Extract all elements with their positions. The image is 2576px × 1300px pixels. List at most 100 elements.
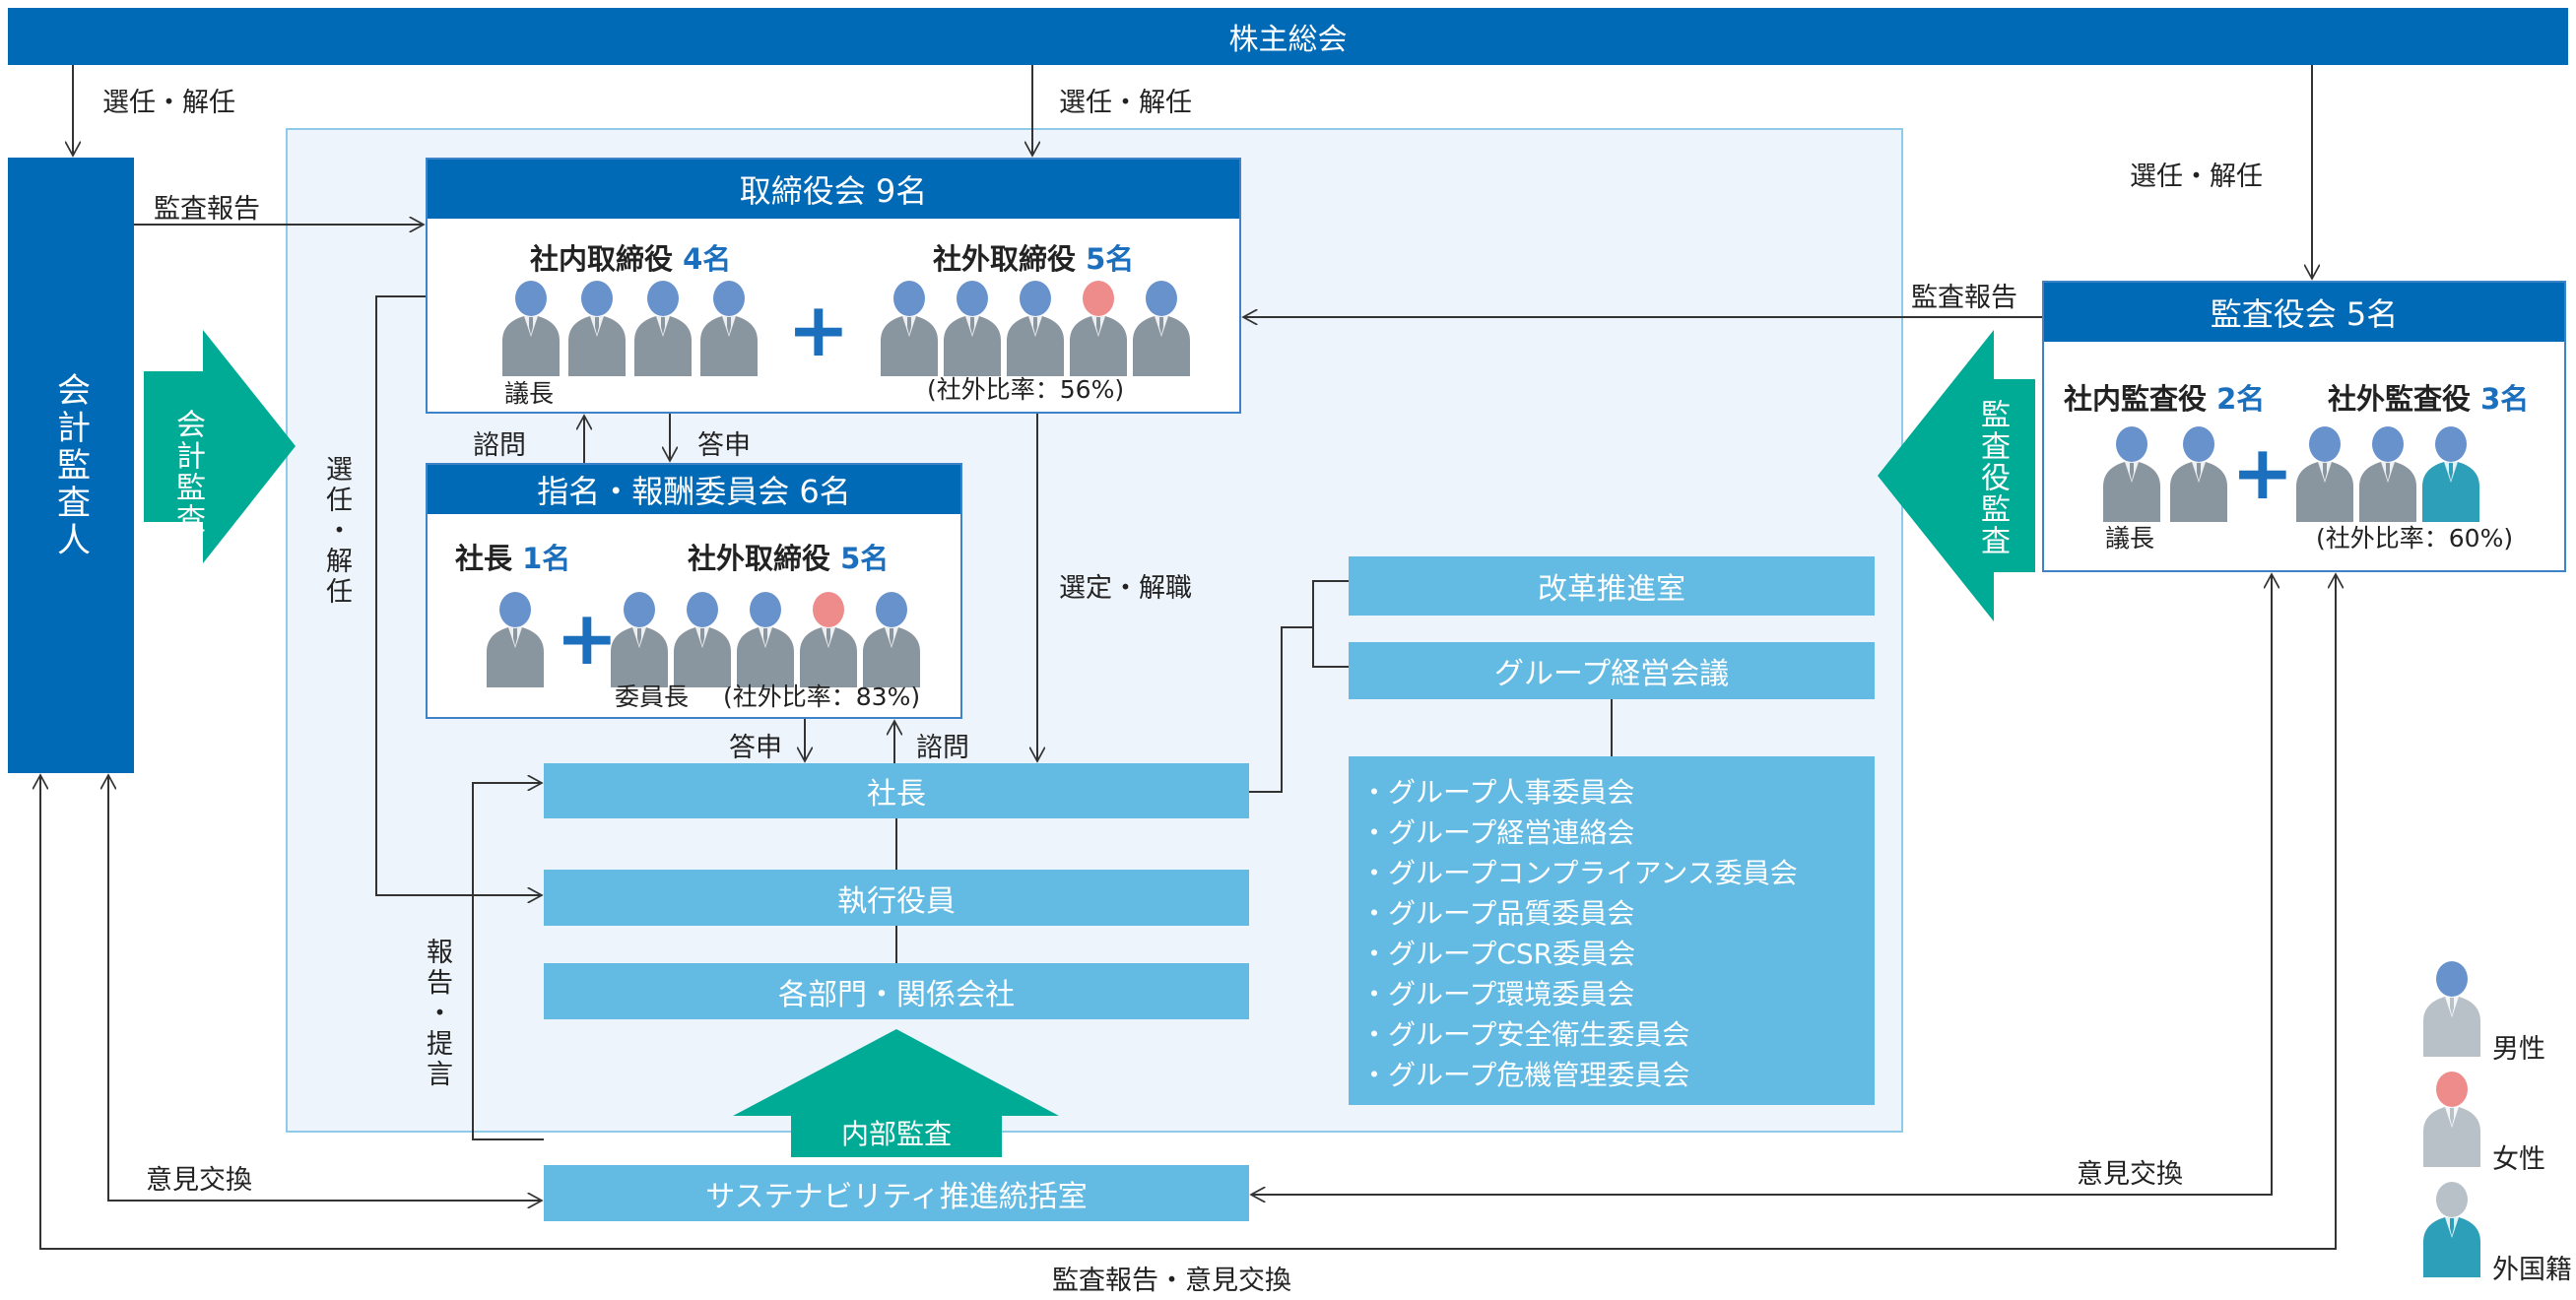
report-propose-label: 報告・提言 xyxy=(422,938,452,1090)
report-top-label: 答申 xyxy=(697,430,751,461)
person-head xyxy=(1020,281,1051,316)
audit-inside-heading: 社内監査役 2名 xyxy=(2064,382,2266,416)
person-body xyxy=(1070,316,1127,376)
male-person-icon xyxy=(566,280,627,376)
female-person-icon xyxy=(1068,280,1129,376)
person-tie xyxy=(907,317,911,335)
male-person-icon xyxy=(2168,425,2229,522)
person-head xyxy=(499,592,531,627)
board-inside-heading: 社内取締役 4名 xyxy=(530,242,732,276)
legend-label-foreign: 外国籍 xyxy=(2492,1255,2572,1285)
committee-item: ・グループコンプライアンス委員会 xyxy=(1360,857,1798,889)
nomination-committee-title: 指名・報酬委員会 6名 xyxy=(428,465,960,514)
person-head xyxy=(581,281,613,316)
consult-top-label: 諮問 xyxy=(473,430,526,461)
audit-board-audit-label: 監査役監査 xyxy=(1975,399,2010,556)
person-tie xyxy=(970,317,974,335)
elect-dismiss-center-label: 選任・解任 xyxy=(1059,88,1192,118)
sustainability-label: サステナビリティ推進統括室 xyxy=(705,1179,1088,1214)
person-tie xyxy=(727,317,731,335)
male-person-icon xyxy=(2101,425,2162,522)
opinion-exchange-right-label: 意見交換 xyxy=(2077,1159,2183,1190)
internal-audit-arrow-head xyxy=(733,1029,1059,1117)
appoint-remove-label: 選定・解職 xyxy=(1059,573,1192,604)
person-body xyxy=(1007,316,1064,376)
group-committees-box: ・グループ人事委員会 ・グループ経営連絡会 ・グループコンプライアンス委員会 ・… xyxy=(1349,756,1875,1105)
person-body xyxy=(2423,1107,2480,1167)
committee-item: ・グループ環境委員会 xyxy=(1360,978,1635,1010)
male-person-icon xyxy=(2357,425,2418,522)
president-bar: 社長 xyxy=(544,763,1249,818)
male-person-icon xyxy=(2421,960,2482,1057)
sustainability-bar: サステナビリティ推進統括室 xyxy=(544,1165,1249,1221)
person-body xyxy=(2103,462,2160,522)
person-tie xyxy=(2450,1108,2454,1126)
person-tie xyxy=(2197,463,2201,481)
committee-outside-ratio: (社外比率：83%) xyxy=(723,682,921,711)
elect-dismiss-right-label: 選任・解任 xyxy=(2130,162,2263,192)
person-head xyxy=(876,592,907,627)
internal-audit-label: 内部監査 xyxy=(840,1118,952,1150)
board-outside-heading: 社外取締役 5名 xyxy=(933,242,1135,276)
legend: 男性 女性 外国籍 xyxy=(2413,960,2576,1300)
reform-office-label: 改革推進室 xyxy=(1538,572,1685,607)
audit-outside-ratio: (社外比率：60%) xyxy=(2316,524,2514,552)
person-head xyxy=(1146,281,1177,316)
legend-label-female: 女性 xyxy=(2492,1144,2545,1175)
plus-icon: + xyxy=(787,286,850,373)
foreign-person-icon xyxy=(2421,1181,2482,1277)
executive-officers-bar: 執行役員 xyxy=(544,870,1249,926)
plus-icon: + xyxy=(2231,428,2294,516)
person-body xyxy=(634,316,692,376)
divisions-label: 各部門・関係会社 xyxy=(778,977,1015,1012)
person-tie xyxy=(2386,463,2390,481)
person-body xyxy=(881,316,938,376)
person-head xyxy=(2436,1182,2468,1217)
person-head xyxy=(2372,426,2404,462)
board-outside-ratio: (社外比率：56%) xyxy=(927,375,1125,404)
accounting-audit-label: 会計監査 xyxy=(170,409,205,535)
audit-board-audit-arrow xyxy=(1878,330,2035,621)
person-head xyxy=(2435,426,2467,462)
committee-item: ・グループ危機管理委員会 xyxy=(1360,1059,1690,1091)
person-body xyxy=(944,316,1001,376)
male-person-icon xyxy=(1005,280,1066,376)
divisions-bar: 各部門・関係会社 xyxy=(544,963,1249,1019)
person-head xyxy=(713,281,745,316)
committee-item: ・グループ人事委員会 xyxy=(1360,776,1635,809)
elect-dismiss-vertical-label: 選任・解任 xyxy=(321,455,352,608)
legend-label-male: 男性 xyxy=(2492,1034,2545,1065)
audit-report-exchange-label: 監査報告・意見交換 xyxy=(1052,1266,1291,1296)
person-tie xyxy=(2449,463,2453,481)
audit-board-box: 監査役会 5名 社内監査役 2名 社外監査役 3名 + 議長 (社外比率：60%… xyxy=(2042,281,2566,572)
male-person-icon xyxy=(672,591,733,687)
person-head xyxy=(1083,281,1114,316)
person-tie xyxy=(595,317,599,335)
audit-report-right-label: 監査報告 xyxy=(1911,283,2017,313)
male-person-icon xyxy=(879,280,940,376)
male-person-icon xyxy=(485,591,546,687)
committee-chair-note: 委員長 xyxy=(615,682,690,711)
person-tie xyxy=(2130,463,2134,481)
person-tie xyxy=(1096,317,1100,335)
audit-report-left-label: 監査報告 xyxy=(154,194,260,225)
report-bottom-label: 答申 xyxy=(729,733,782,763)
person-body xyxy=(1133,316,1190,376)
audit-chair-note: 議長 xyxy=(2105,524,2155,552)
person-body xyxy=(2423,1217,2480,1277)
person-head xyxy=(813,592,844,627)
accounting-audit-arrow-shape xyxy=(144,330,296,563)
person-head xyxy=(2309,426,2341,462)
opinion-exchange-left-label: 意見交換 xyxy=(146,1165,252,1196)
reform-office-bar: 改革推進室 xyxy=(1349,556,1875,616)
person-head xyxy=(2116,426,2147,462)
board-title: 取締役会 9名 xyxy=(428,160,1239,219)
person-head xyxy=(515,281,547,316)
person-body xyxy=(2296,462,2353,522)
person-body xyxy=(700,316,758,376)
male-person-icon xyxy=(735,591,796,687)
person-head xyxy=(893,281,925,316)
committee-item: ・グループCSR委員会 xyxy=(1360,938,1636,970)
person-head xyxy=(2436,961,2468,997)
audit-board-audit-arrow-shape xyxy=(1878,330,2035,621)
